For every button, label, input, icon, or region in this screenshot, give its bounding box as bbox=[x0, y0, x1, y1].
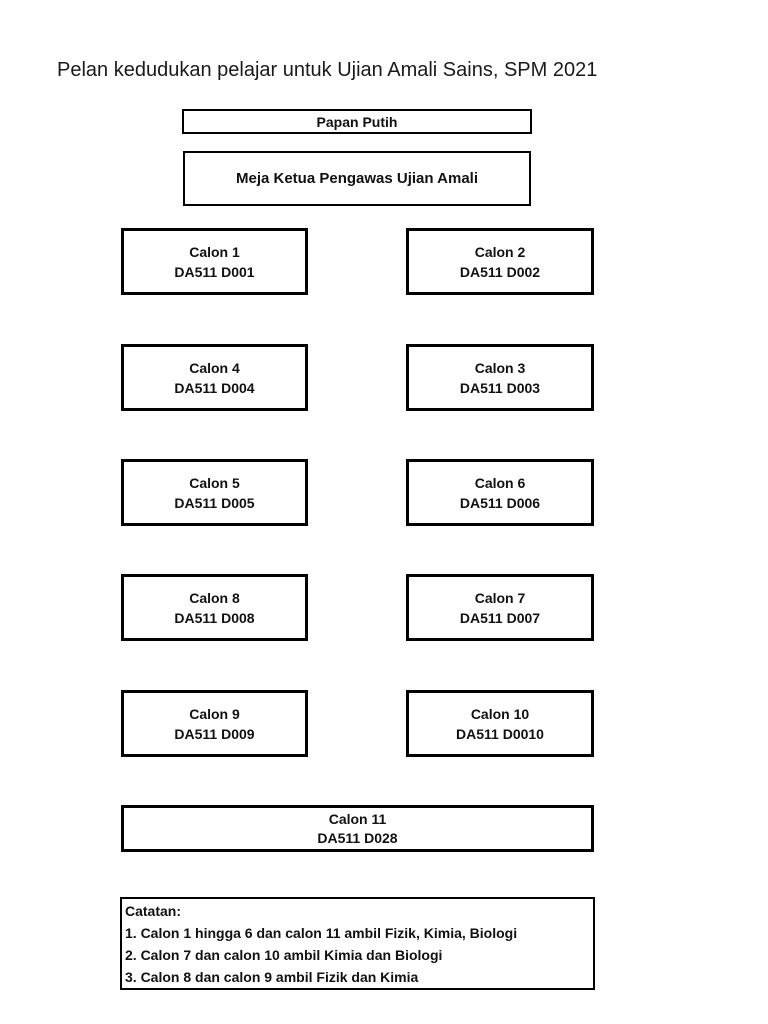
seat-name: Calon 5 bbox=[189, 474, 240, 491]
notes-box: Catatan: 1. Calon 1 hingga 6 dan calon 1… bbox=[120, 897, 595, 990]
seat-box-calon-8: Calon 8 DA511 D008 bbox=[121, 574, 308, 641]
notes-heading: Catatan: bbox=[125, 903, 182, 919]
seat-box-calon-11: Calon 11 DA511 D028 bbox=[121, 805, 594, 852]
seat-code: DA511 D028 bbox=[317, 829, 398, 846]
seat-box-calon-7: Calon 7 DA511 D007 bbox=[406, 574, 594, 641]
seat-code: DA511 D003 bbox=[459, 379, 541, 396]
chief-invigilator-desk-label: Meja Ketua Pengawas Ujian Amali bbox=[235, 170, 479, 187]
seat-code: DA511 D007 bbox=[459, 609, 541, 626]
seat-box-calon-6: Calon 6 DA511 D006 bbox=[406, 459, 594, 526]
whiteboard-box: Papan Putih bbox=[182, 109, 532, 134]
seat-box-calon-2: Calon 2 DA511 D002 bbox=[406, 228, 594, 295]
seat-code: DA511 D005 bbox=[174, 494, 255, 511]
seat-code: DA511 D001 bbox=[174, 263, 255, 280]
seat-code: DA511 D002 bbox=[459, 263, 541, 280]
seat-name: Calon 2 bbox=[474, 243, 526, 260]
seat-name: Calon 11 bbox=[328, 810, 387, 827]
seat-code: DA511 D0010 bbox=[456, 725, 544, 742]
page-title: Pelan kedudukan pelajar untuk Ujian Amal… bbox=[57, 59, 598, 81]
seat-code: DA511 D006 bbox=[459, 494, 541, 511]
seat-code: DA511 D009 bbox=[174, 725, 255, 742]
seat-box-calon-5: Calon 5 DA511 D005 bbox=[121, 459, 308, 526]
seat-name: Calon 1 bbox=[189, 243, 240, 260]
seat-name: Calon 7 bbox=[474, 589, 526, 606]
seat-code: DA511 D004 bbox=[174, 379, 255, 396]
seat-box-calon-10: Calon 10 DA511 D0010 bbox=[406, 690, 594, 757]
seat-name: Calon 9 bbox=[189, 705, 240, 722]
seat-name: Calon 6 bbox=[474, 474, 526, 491]
note-line: 2. Calon 7 dan calon 10 ambil Kimia dan … bbox=[125, 947, 443, 963]
seat-box-calon-9: Calon 9 DA511 D009 bbox=[121, 690, 308, 757]
seat-box-calon-4: Calon 4 DA511 D004 bbox=[121, 344, 308, 411]
seat-box-calon-3: Calon 3 DA511 D003 bbox=[406, 344, 594, 411]
seat-name: Calon 4 bbox=[189, 359, 240, 376]
seat-name: Calon 10 bbox=[470, 705, 530, 722]
note-line: 1. Calon 1 hingga 6 dan calon 11 ambil F… bbox=[125, 925, 518, 941]
seat-name: Calon 3 bbox=[474, 359, 526, 376]
seat-name: Calon 8 bbox=[189, 589, 240, 606]
note-line: 3. Calon 8 dan calon 9 ambil Fizik dan K… bbox=[125, 969, 419, 985]
whiteboard-label: Papan Putih bbox=[316, 113, 398, 130]
seat-box-calon-1: Calon 1 DA511 D001 bbox=[121, 228, 308, 295]
seat-code: DA511 D008 bbox=[174, 609, 255, 626]
chief-invigilator-desk-box: Meja Ketua Pengawas Ujian Amali bbox=[183, 151, 531, 206]
